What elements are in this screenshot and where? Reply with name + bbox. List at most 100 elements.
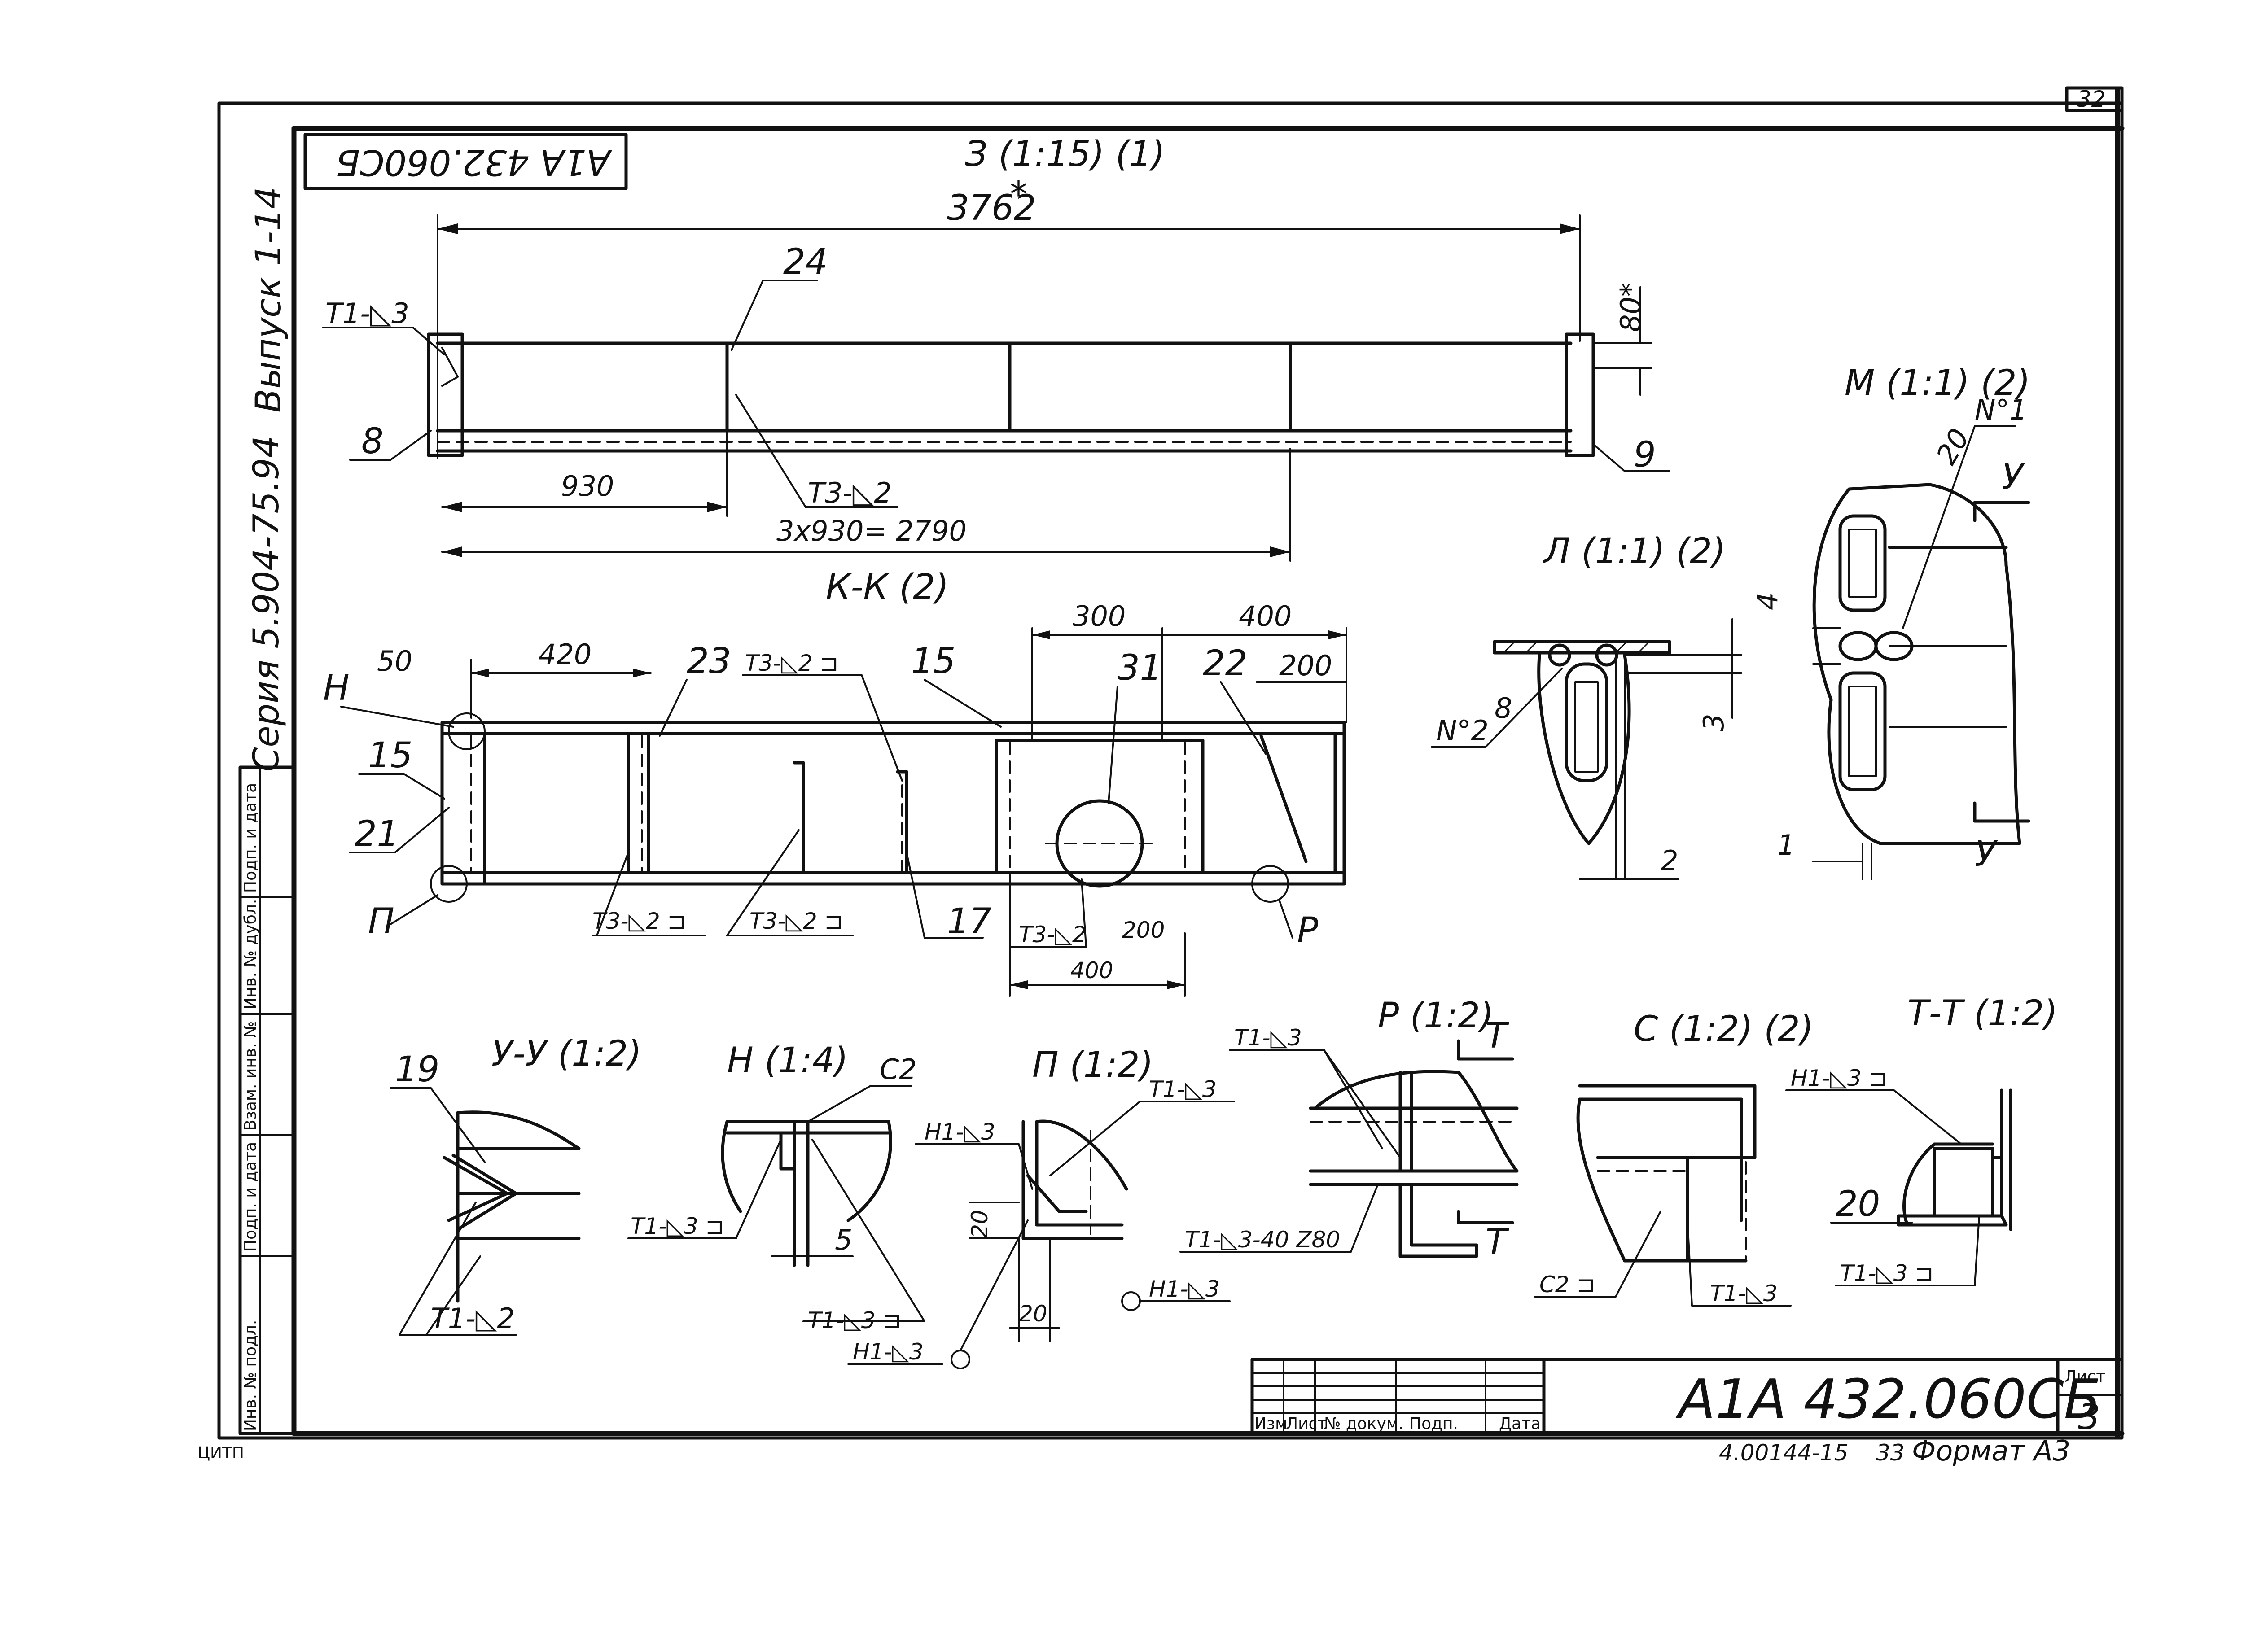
dim-5-n: 5 [835,1224,852,1256]
weld-kk-bot1: Т3-◺2 ⊐ [592,908,686,934]
view-uu: У-У (1:2) 19 Т1-◺2 [390,1034,641,1336]
dim-20-p-v: 20 [967,1210,993,1238]
left-strip: Инв. № подл. Подп. и дата Взам. инв. № И… [238,765,296,1435]
tb-header-date: Дата [1499,1415,1541,1433]
view-r-title: Р (1:2) [1378,996,1494,1036]
view-r: Р (1:2) Т Т1-◺3 Т1-◺3-40 Z80 Т [1179,996,1519,1263]
tb-header-sign: Подп. [1409,1415,1458,1433]
weld-p3: Н1-◺3 [1149,1276,1220,1302]
weld-uu: Т1-◺2 [431,1302,515,1335]
drawing-frame [217,86,2125,1440]
weld-kk-top: Т3-◺2 ⊐ [745,650,838,676]
pos-8-l: 8 [1495,692,1512,725]
view-tt-title: Т-Т (1:2) [1907,993,2058,1034]
pos-17: 17 [947,901,991,942]
view-m: М (1:1) (2) N°1 20 4 1 У У [1751,363,2030,880]
label-c2-n: С2 [880,1053,917,1086]
weld-p2: Н1-◺3 [925,1119,995,1145]
tb-doc-code: А1А 432.060СБ [1675,1368,2101,1431]
mark-t-bot: Т [1486,1222,1509,1263]
view-n-title: Н (1:4) [727,1040,848,1081]
weld-kk-bot2: Т3-◺2 ⊐ [749,908,843,934]
tb-header-izm: Изм [1254,1415,1287,1433]
dim-3-l: 3 [1697,714,1730,731]
series-label: Серия 5.904-75.94 [246,436,287,772]
pos-15-right: 15 [911,641,955,682]
pos-19: 19 [395,1049,439,1090]
weld-mid: Т3-◺2 [808,476,892,509]
footer-inventory: 4.00144-15 [1719,1440,1848,1466]
issue-label: Выпуск 1-14 [249,187,289,413]
label-c2-c: С2 ⊐ [1539,1272,1595,1298]
pos-15-left: 15 [368,735,412,776]
tb-sheet-number: 3 [2078,1397,2100,1438]
pos-31: 31 [1118,648,1162,688]
tb-header-doc: № докум. [1324,1415,1403,1433]
footer-copy-no: 33 [1876,1440,1905,1466]
dim-spans-total: 3x930= 2790 [776,515,967,547]
view-uu-title: У-У (1:2) [491,1034,641,1074]
pos-21: 21 [355,814,399,854]
dim-420: 420 [539,638,592,671]
bottom-left-mark: ЦИТП [197,1444,244,1462]
weld-p1: Т1-◺3 [1149,1076,1217,1102]
view-p-title: П (1:2) [1032,1045,1153,1085]
dim-2-l: 2 [1661,844,1678,877]
dim-20-p-h: 20 [1019,1301,1047,1327]
weld-n1: Т1-◺3 ⊐ [631,1213,724,1239]
main-view: З (1:15) (1) 3762 * Т1-◺3 8 24 80* 9 [322,134,1670,562]
view-p: П (1:2) Т1-◺3 Н1-◺3 20 20 Н1-◺3 [915,1045,1235,1369]
pos-20-tt: 20 [1836,1184,1880,1224]
footer-format: Формат А3 [1912,1434,2070,1467]
pos-8: 8 [361,421,384,462]
view-c: С (1:2) (2) С2 ⊐ Т1-◺3 [1534,1009,1814,1307]
mark-r: Р [1297,910,1318,951]
title-block [1250,1358,2124,1435]
dim-200-top: 200 [1279,649,1332,682]
rotated-stamp: А1А 432.060СБ [303,133,628,190]
dim-50: 50 [377,645,412,677]
dim-400-bot: 400 [1070,957,1113,983]
view-n: Н (1:4) С2 Т1-◺3 ⊐ 5 Т1-◺3 ⊐ Н1-◺3 [627,1040,943,1365]
pos-20-m: 20 [1930,423,1976,470]
strip-cell-4: Инв. № дубл. [241,899,260,1010]
pos-9: 9 [1634,435,1656,475]
weld-c: Т1-◺3 [1710,1281,1778,1307]
weld-r1: Т1-◺3 [1234,1025,1302,1051]
dim-300: 300 [1073,600,1126,633]
weld-kk-bot3: Т3-◺2 [1019,922,1087,948]
weld-tt1: Н1-◺3 ⊐ [1791,1065,1888,1091]
pos-24: 24 [783,242,828,282]
rotated-stamp-text: А1А 432.060СБ [336,142,613,182]
view-c-title: С (1:2) (2) [1634,1009,1814,1049]
dim-height: 80* [1614,283,1647,332]
mark-u-top: У [2002,457,2025,498]
tb-header-list: Лист [1286,1415,1327,1433]
section-kk-title: К-К (2) [826,567,949,607]
dim-400-top: 400 [1239,600,1292,633]
strip-cell-5: Подп. и дата [241,783,260,893]
weld-tt2: Т1-◺3 ⊐ [1840,1260,1933,1286]
label-n1: N°1 [1975,393,2027,426]
dim-total: 3762 [947,188,1036,228]
dim-200-bot: 200 [1122,917,1165,943]
corner-sheet-number: 32 [2077,86,2106,112]
mark-t-top: Т [1486,1016,1509,1056]
pos-22: 22 [1203,643,1247,684]
view-m-title: М (1:1) (2) [1845,363,2030,403]
section-kk: К-К (2) 50 420 300 400 [323,567,1347,997]
mark-u-bot: У [1975,834,1998,874]
mark-p: П [368,901,394,942]
strip-cell-1: Инв. № подл. [241,1320,260,1431]
dim-1-m: 1 [1777,829,1795,861]
weld-r2: Т1-◺3-40 Z80 [1185,1227,1340,1253]
dim-total-mark: * [1010,175,1027,215]
main-view-title: З (1:15) (1) [965,134,1165,175]
view-l: Л (1:1) (2) N°2 8 3 2 [1431,531,1742,880]
mark-n: Н [323,668,350,708]
weld-left: Т1-◺3 [325,297,409,330]
strip-cell-3: Взам. инв. № [241,1021,260,1131]
weld-n3: Н1-◺3 [853,1339,924,1365]
pos-23: 23 [687,641,731,682]
